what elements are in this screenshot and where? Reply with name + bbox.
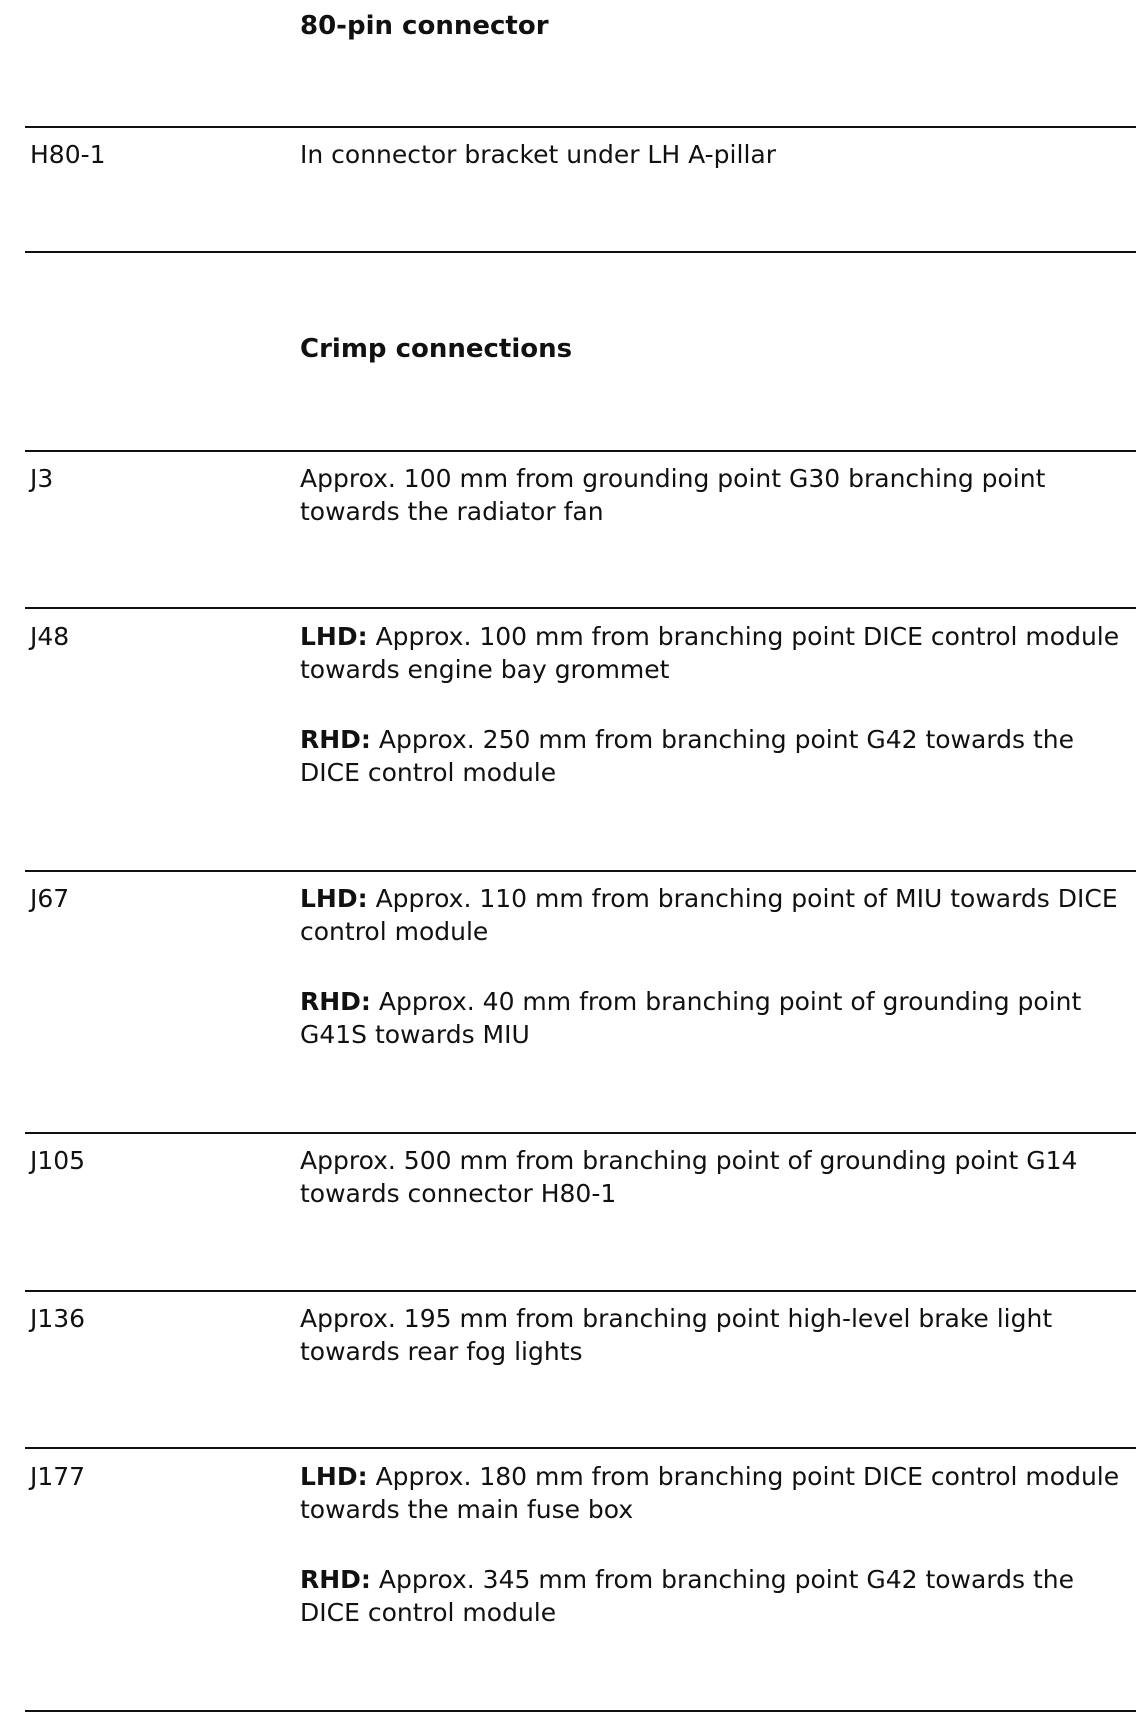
connector-location: LHD: Approx. 180 mm from branching point… xyxy=(300,1460,1130,1629)
table-rule xyxy=(25,1290,1136,1292)
connector-location: Approx. 195 mm from branching point high… xyxy=(300,1302,1130,1368)
location-text: Approx. 195 mm from branching point high… xyxy=(300,1302,1130,1368)
table-rule xyxy=(25,607,1136,609)
table-rule xyxy=(25,1132,1136,1134)
connector-code: H80-1 xyxy=(30,140,106,169)
location-text: LHD: Approx. 110 mm from branching point… xyxy=(300,882,1130,948)
variant-label: LHD: xyxy=(300,884,368,913)
connector-code: J177 xyxy=(30,1462,86,1491)
connector-code: J67 xyxy=(30,884,70,913)
location-description: Approx. 40 mm from branching point of gr… xyxy=(300,987,1082,1049)
location-description: In connector bracket under LH A-pillar xyxy=(300,140,776,169)
connector-location: Approx. 100 mm from grounding point G30 … xyxy=(300,462,1130,528)
location-text: LHD: Approx. 100 mm from branching point… xyxy=(300,620,1130,686)
table-rule xyxy=(25,1710,1136,1712)
variant-label: RHD: xyxy=(300,725,371,754)
location-description: Approx. 345 mm from branching point G42 … xyxy=(300,1565,1075,1627)
location-text: Approx. 100 mm from grounding point G30 … xyxy=(300,462,1130,528)
location-description: Approx. 195 mm from branching point high… xyxy=(300,1304,1053,1366)
section-heading-80-pin: 80-pin connector xyxy=(300,11,549,41)
location-text: RHD: Approx. 250 mm from branching point… xyxy=(300,723,1130,789)
table-rule xyxy=(25,450,1136,452)
location-description: Approx. 110 mm from branching point of M… xyxy=(300,884,1118,946)
variant-label: RHD: xyxy=(300,987,371,1016)
location-description: Approx. 100 mm from branching point DICE… xyxy=(300,622,1120,684)
connector-code: J3 xyxy=(30,464,54,493)
location-description: Approx. 180 mm from branching point DICE… xyxy=(300,1462,1120,1524)
connector-location: Approx. 500 mm from branching point of g… xyxy=(300,1144,1130,1210)
location-text: In connector bracket under LH A-pillar xyxy=(300,138,1130,171)
location-description: Approx. 250 mm from branching point G42 … xyxy=(300,725,1075,787)
table-rule xyxy=(25,251,1136,253)
variant-label: LHD: xyxy=(300,622,368,651)
location-text: Approx. 500 mm from branching point of g… xyxy=(300,1144,1130,1210)
connector-code: J105 xyxy=(30,1146,86,1175)
connector-location: LHD: Approx. 100 mm from branching point… xyxy=(300,620,1130,789)
variant-label: LHD: xyxy=(300,1462,368,1491)
connector-code: J136 xyxy=(30,1304,86,1333)
variant-label: RHD: xyxy=(300,1565,371,1594)
location-text: RHD: Approx. 40 mm from branching point … xyxy=(300,985,1130,1051)
location-description: Approx. 100 mm from grounding point G30 … xyxy=(300,464,1046,526)
connector-code: J48 xyxy=(30,622,70,651)
location-description: Approx. 500 mm from branching point of g… xyxy=(300,1146,1078,1208)
connector-location: In connector bracket under LH A-pillar xyxy=(300,138,1130,171)
table-rule xyxy=(25,126,1136,128)
section-heading-crimp: Crimp connections xyxy=(300,334,573,364)
location-text: RHD: Approx. 345 mm from branching point… xyxy=(300,1563,1130,1629)
connector-location: LHD: Approx. 110 mm from branching point… xyxy=(300,882,1130,1051)
location-text: LHD: Approx. 180 mm from branching point… xyxy=(300,1460,1130,1526)
table-rule xyxy=(25,1447,1136,1449)
table-rule xyxy=(25,870,1136,872)
